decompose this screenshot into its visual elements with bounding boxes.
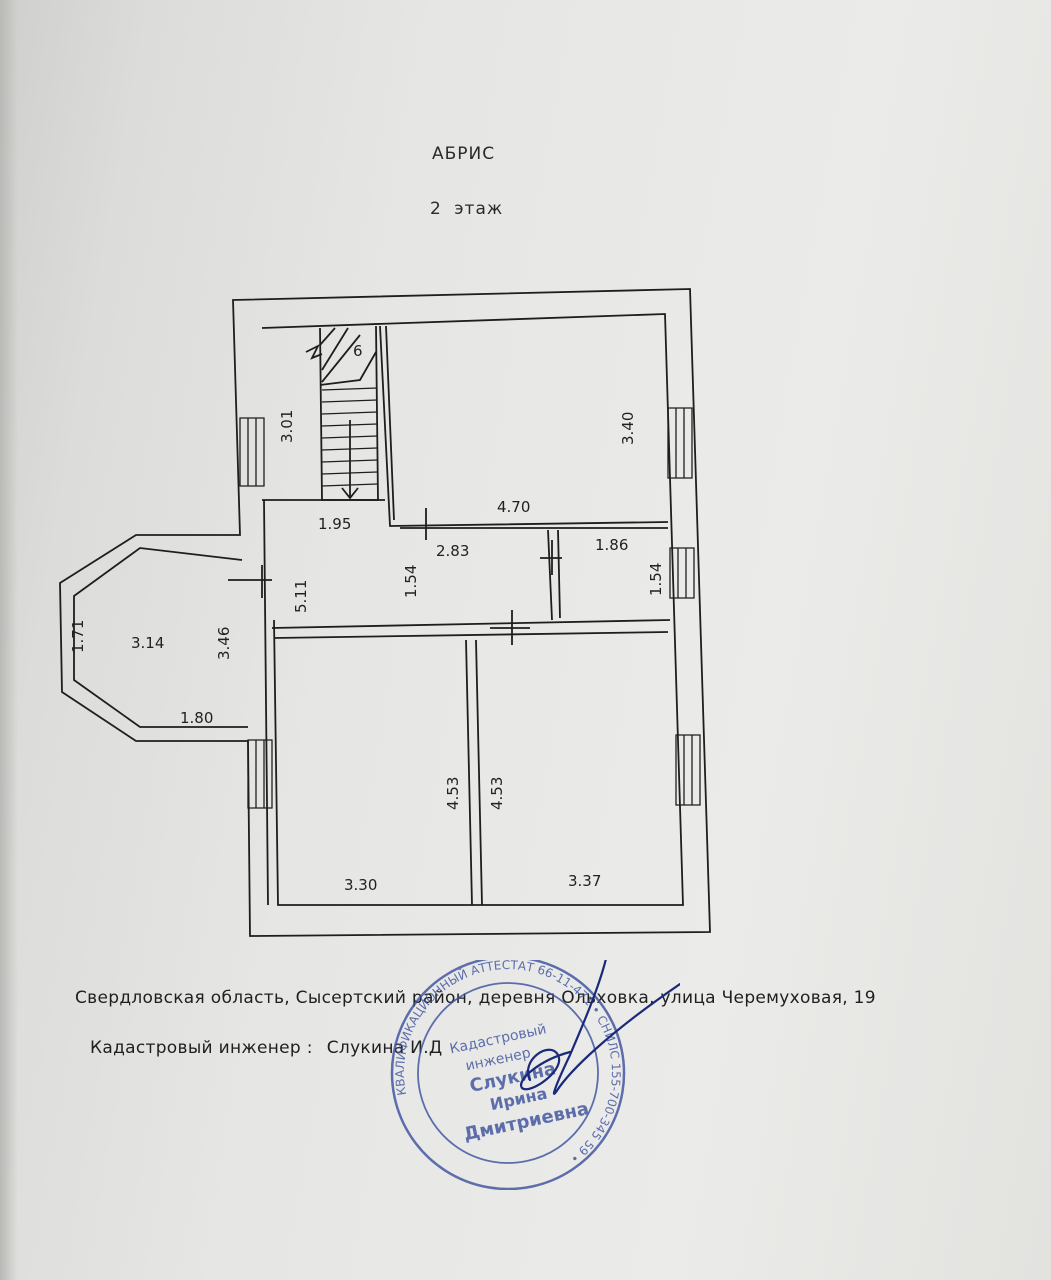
room-divider-wall (465, 639, 473, 906)
stair-arrow-line (341, 420, 359, 500)
outer-wall-outline (59, 288, 711, 937)
ne-room-wall-outer (385, 325, 395, 521)
window-west-sw (247, 739, 273, 809)
corridor-bottom-wall-inner (273, 631, 669, 639)
dim-bay-width: 3.14 (131, 634, 164, 652)
engineer-name: Слукина И.Д (326, 1038, 443, 1058)
dim-sw-room-width: 3.30 (344, 876, 377, 894)
dim-ne-room-height: 3.40 (619, 412, 637, 445)
inner-wall-outline (261, 313, 684, 906)
dim-ne-room-width: 4.70 (497, 498, 530, 516)
stair-outline (319, 325, 379, 501)
floor-label: 2 этаж (430, 199, 504, 219)
engineer-signature (520, 960, 680, 1095)
dim-bay-side: 1.71 (69, 620, 87, 653)
engineer-line: Кадастровый инженер : Слукина И.Д (90, 1038, 443, 1058)
engineer-label: Кадастровый инженер : (90, 1038, 313, 1058)
west-wall-line (263, 499, 269, 906)
document-title: АБРИС (432, 144, 496, 164)
dim-stair-height: 3.01 (278, 410, 296, 443)
dim-bath-height: 1.54 (647, 563, 665, 596)
dim-se-room-height: 4.53 (488, 777, 506, 810)
door-mark-se-room (490, 610, 530, 645)
dim-bath-width: 1.86 (595, 536, 628, 554)
ne-room-wall (379, 325, 669, 527)
window-east-ne (667, 407, 693, 479)
dim-hall-height: 5.11 (292, 580, 310, 613)
stair-winder (319, 327, 377, 386)
window-east-se (675, 734, 701, 806)
bathroom-wall (547, 529, 553, 621)
property-address: Свердловская область, Сысертский район, … (75, 988, 876, 1008)
dim-hall-width: 1.95 (318, 515, 351, 533)
window-west-stair (239, 417, 265, 487)
stair-break-mark (305, 343, 323, 360)
door-mark-bathroom (540, 540, 562, 575)
dim-corridor-height: 1.54 (402, 565, 420, 598)
room-divider-wall-inner (475, 639, 483, 906)
dim-corridor-width: 2.83 (436, 542, 469, 560)
engineer-stamp: КВАЛИФИКАЦИОННЫЙ АТТЕСТАТ 66-11-471 • СН… (380, 960, 680, 1190)
window-east-bath (669, 547, 695, 599)
bathroom-wall-inner (557, 529, 561, 619)
corridor-bottom-wall (271, 619, 671, 629)
page-edge-shadow (0, 0, 18, 1280)
dim-bay-depth: 1.80 (180, 709, 213, 727)
dim-bay-height: 3.46 (215, 627, 233, 660)
bay-window-inner (73, 547, 248, 728)
dim-se-room-width: 3.37 (568, 872, 601, 890)
door-mark-hall-bay (228, 565, 272, 598)
dim-sw-room-height: 4.53 (444, 777, 462, 810)
stair-count-label: 6 (353, 342, 363, 360)
